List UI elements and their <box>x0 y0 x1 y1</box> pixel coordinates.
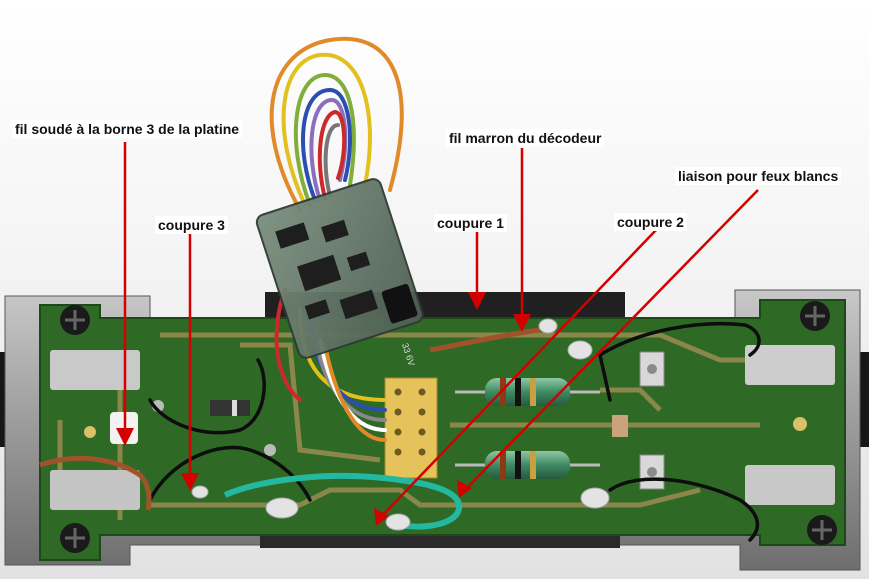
label-cut-3: coupure 3 <box>155 216 228 234</box>
pad-bottom-right <box>745 465 835 505</box>
decoder-module <box>255 178 424 359</box>
pad-bottom-left <box>50 470 140 510</box>
solder-joints <box>191 318 610 531</box>
annotation-arrows <box>123 142 759 519</box>
teal-wire <box>223 472 463 530</box>
arrow-heads <box>116 292 531 526</box>
label-brown-wire: fil marron du décodeur <box>446 129 605 147</box>
label-cut-1: coupure 1 <box>434 214 507 232</box>
screws <box>60 301 837 553</box>
diode <box>210 400 250 416</box>
brown-wire-decoder <box>429 327 541 353</box>
pin-header <box>384 377 438 479</box>
decoder-wire-bundle <box>269 36 404 442</box>
brown-wire-left <box>39 456 152 511</box>
label-cut-2: coupure 2 <box>614 213 687 231</box>
smd-capacitor <box>612 415 628 437</box>
label-white-lights: liaison pour feux blancs <box>675 167 842 185</box>
pad-top-left <box>50 350 140 390</box>
label-solder-wire: fil soudé à la borne 3 de la platine <box>12 120 243 138</box>
pad-top-right <box>745 345 835 385</box>
